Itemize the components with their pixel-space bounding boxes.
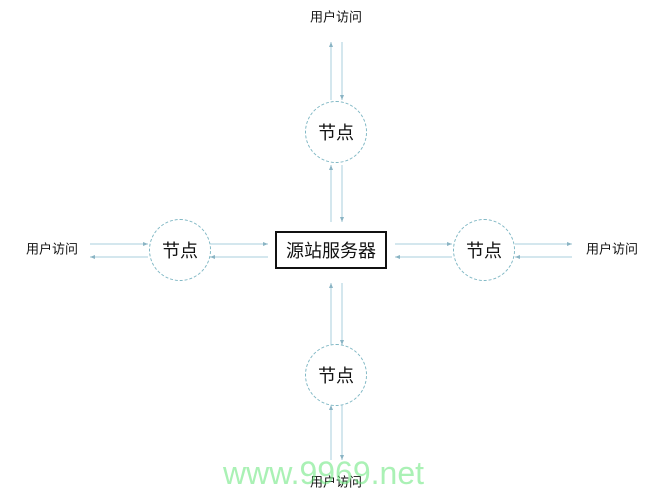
watermark: www.9969.net [223, 455, 425, 491]
user-access-bottom: 用户访问 [309, 475, 363, 491]
node-right: 节点 [453, 219, 515, 281]
node-top: 节点 [305, 101, 367, 163]
node-bottom: 节点 [305, 344, 367, 406]
user-access-top: 用户访问 [309, 10, 363, 26]
user-access-right: 用户访问 [585, 242, 639, 258]
origin-server-box: 源站服务器 [275, 231, 387, 269]
node-left: 节点 [149, 219, 211, 281]
user-access-left: 用户访问 [25, 242, 79, 258]
